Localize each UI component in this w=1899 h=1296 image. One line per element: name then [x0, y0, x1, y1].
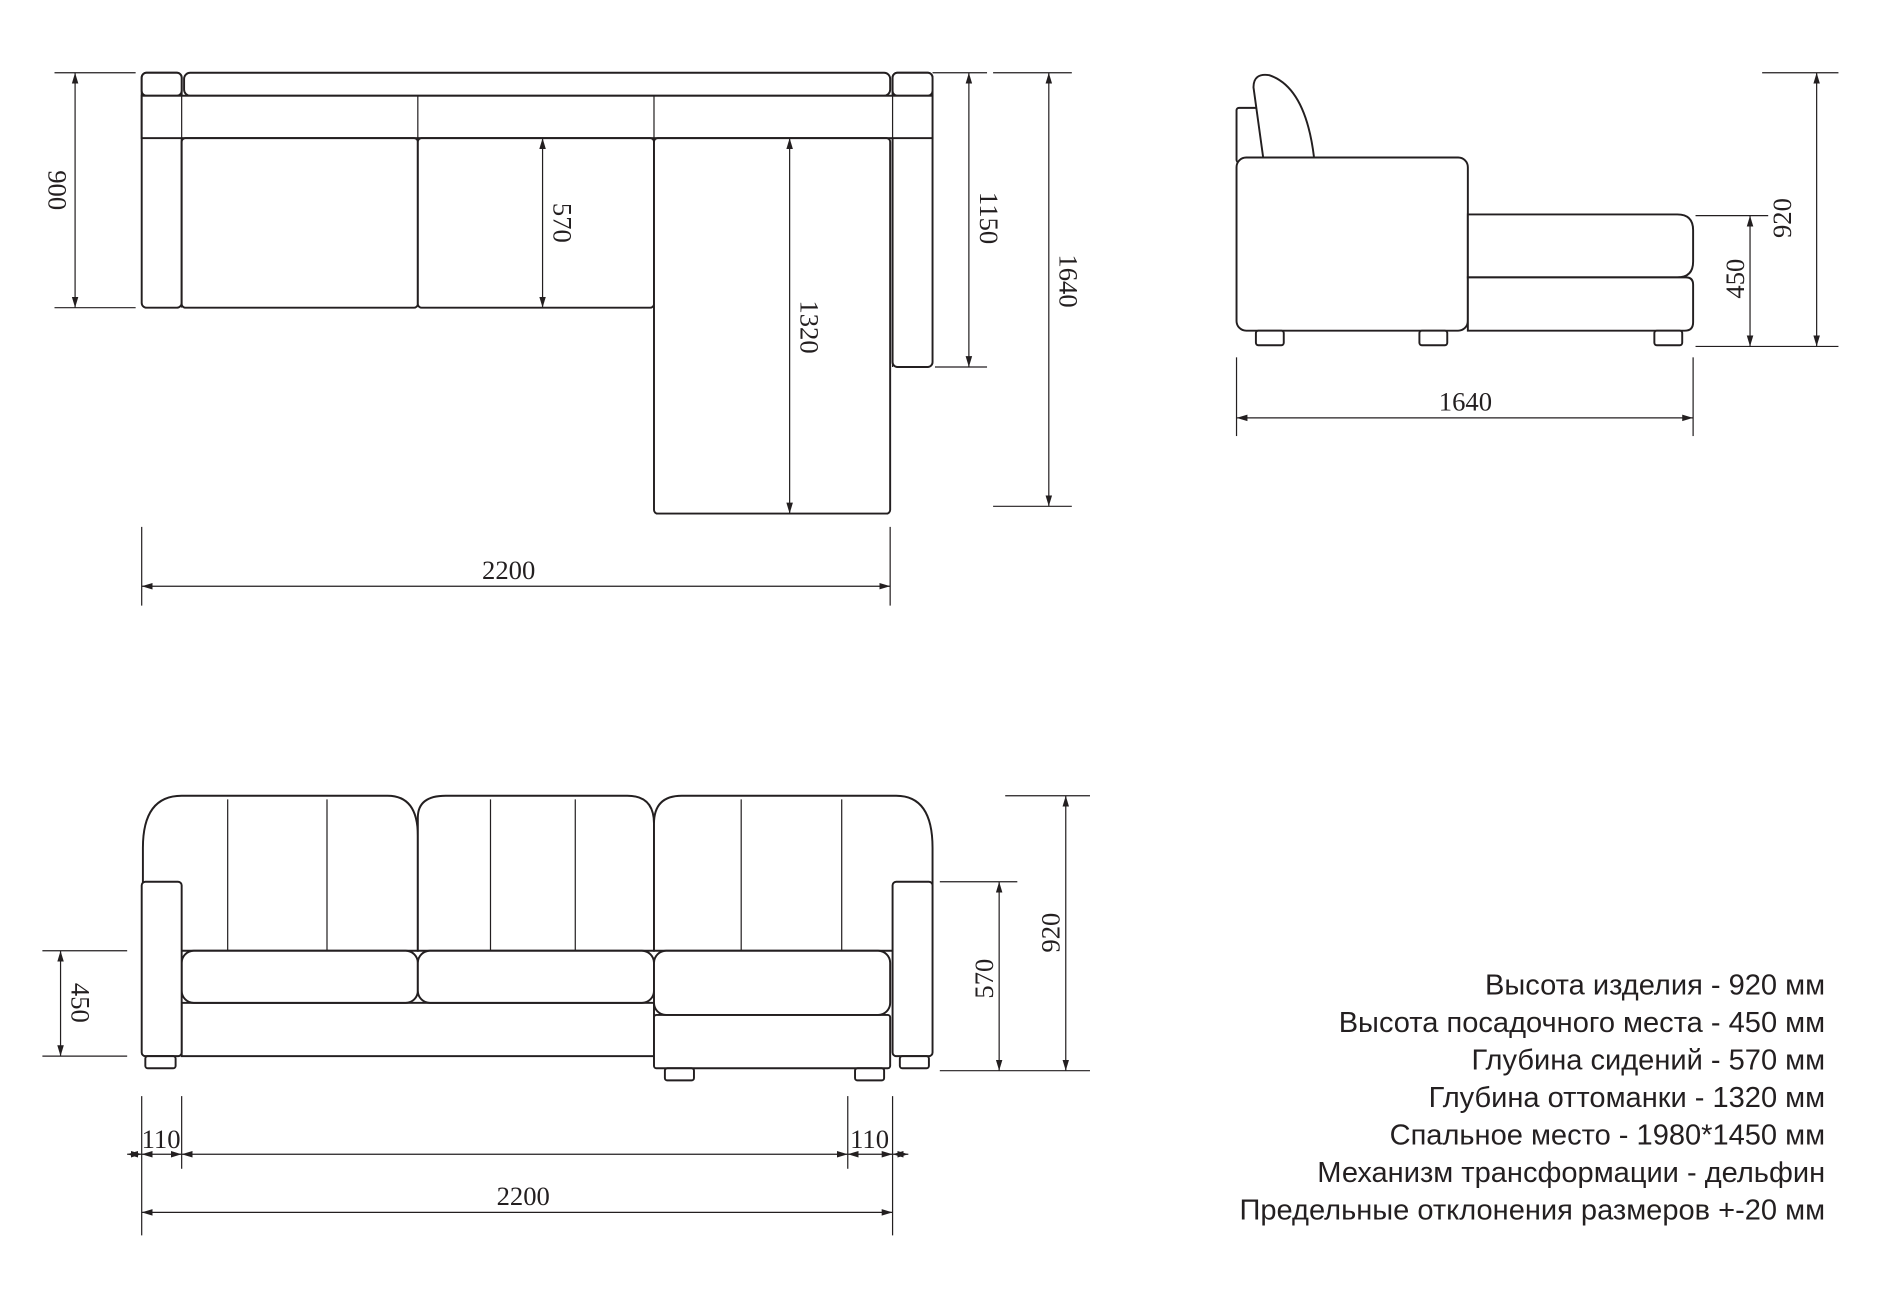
dim-length-1640: 1640 [1439, 387, 1492, 417]
dim-width-2200: 2200 [482, 555, 535, 585]
dim-front-width-2200: 2200 [497, 1181, 550, 1211]
specifications-list: Высота изделия - 920 мм Высота посадочно… [1239, 969, 1825, 1226]
spec-mechanism: Механизм трансформации - дельфин [1317, 1157, 1825, 1189]
side-view: 920 450 1640 [1235, 72, 1839, 437]
spec-sleeping-area: Спальное место - 1980*1450 мм [1390, 1120, 1826, 1152]
spec-ottoman-depth: Глубина оттоманки - 1320 мм [1429, 1082, 1826, 1114]
dim-arm-depth-1150: 1150 [974, 192, 1004, 244]
spec-height: Высота изделия - 920 мм [1485, 969, 1825, 1001]
dim-seat-height-450: 450 [1720, 259, 1750, 299]
dim-arm-left-110: 110 [142, 1124, 181, 1154]
dim-front-height-920: 920 [1036, 913, 1066, 953]
dim-height-920: 920 [1767, 198, 1797, 238]
spec-tolerance: Предельные отклонения размеров +-20 мм [1239, 1195, 1825, 1227]
dim-seat-depth-570: 570 [547, 203, 577, 243]
spec-seat-height: Высота посадочного места - 450 мм [1339, 1007, 1825, 1039]
front-view: 450 570 920 110 110 2200 [42, 794, 1090, 1236]
dim-depth-900: 900 [42, 170, 72, 210]
dim-ottoman-depth-1320: 1320 [795, 300, 825, 353]
top-view: 900 570 1320 1150 1640 2200 [42, 71, 1084, 606]
spec-seat-depth: Глубина сидений - 570 мм [1471, 1044, 1825, 1076]
dim-total-depth-1640: 1640 [1054, 254, 1084, 307]
dim-front-seat-height-450: 450 [65, 983, 95, 1023]
dim-arm-right-110: 110 [850, 1124, 889, 1154]
dim-arm-height-570: 570 [969, 959, 999, 999]
